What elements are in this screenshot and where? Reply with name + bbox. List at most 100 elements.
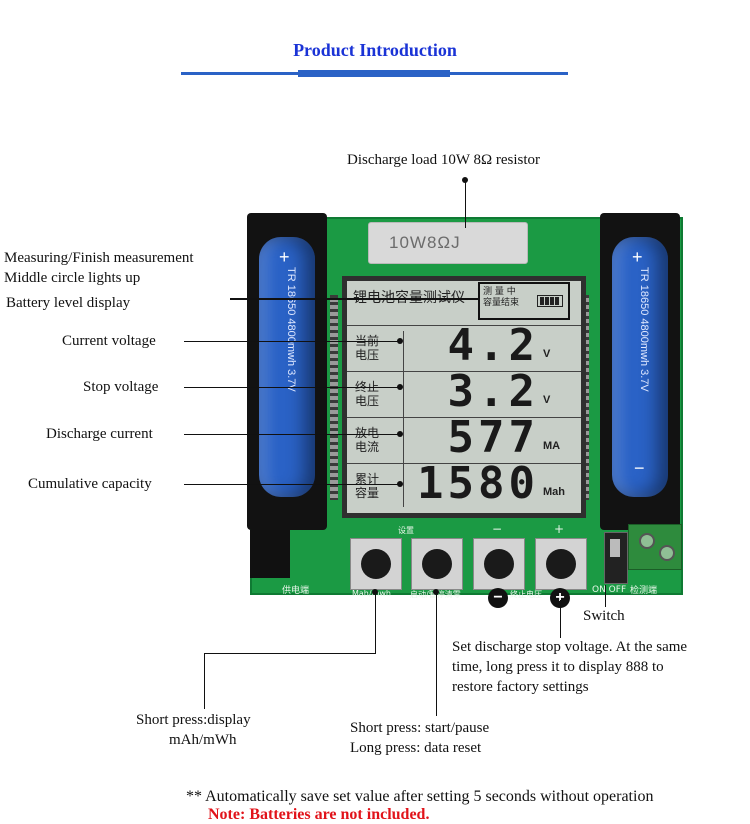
leader-dot: [397, 384, 403, 390]
leader-line: [560, 600, 561, 638]
callout-line: Middle circle lights up: [4, 270, 141, 286]
screw-icon: [659, 545, 675, 561]
lcd-row-label: 累计 容量: [355, 472, 379, 500]
page-title: Product Introduction: [293, 40, 457, 60]
battery-minus-label: −: [634, 458, 645, 478]
lcd-label-line: 累计: [355, 472, 380, 486]
lcd-label-line: 电压: [355, 394, 380, 408]
callout-cumulative-capacity: Cumulative capacity: [28, 476, 152, 492]
lcd-value: 577: [447, 412, 539, 463]
button-label-plus: +: [554, 522, 565, 536]
battery-holder-right: + TR 18650 4800mwh 3.7V −: [600, 213, 680, 530]
leader-dot: [397, 431, 403, 437]
detect-terminal-block: [628, 524, 682, 570]
callout-line: time, long press it to display 888 to: [452, 659, 664, 675]
callout-line: mAh/mWh: [169, 732, 237, 748]
lcd-row-current-voltage: 当前 电压 4.2 V: [347, 320, 581, 371]
leader-dot: [372, 589, 378, 595]
leader-dot: [433, 589, 439, 595]
lcd-label-line: 容量: [355, 486, 380, 500]
button-cap: [546, 549, 576, 579]
start-pause-button[interactable]: [411, 538, 463, 590]
battery-text-left: TR 18650 4800mwh 3.7V: [285, 267, 297, 392]
callout-line: Long press: data reset: [350, 740, 482, 756]
lcd-row-discharge-current: 放电 电流 577 MA: [347, 412, 581, 463]
battery-holder-left: + TR 18650 4800mwh 3.7V: [247, 213, 327, 530]
lcd-unit: V: [543, 394, 551, 406]
battery-level-highlight: [478, 282, 570, 320]
lcd-label-line: 电压: [355, 348, 380, 362]
leader-line: [230, 298, 478, 300]
callout-short-press-display: Short press:display mAh/mWh: [136, 710, 251, 750]
callout-stop-voltage: Stop voltage: [83, 379, 159, 395]
callout-switch: Switch: [583, 608, 625, 624]
battery-plus-label: +: [279, 247, 290, 267]
title-underline-accent: [298, 70, 450, 77]
lcd-header: 锂电池容量测试仪: [353, 290, 465, 306]
power-terminal-label: 供电端: [282, 586, 310, 596]
leader-dot: [397, 481, 403, 487]
plus-button[interactable]: [535, 538, 587, 590]
button-cap: [361, 549, 391, 579]
callout-line: Set discharge stop voltage. At the same: [452, 639, 688, 655]
leader-line: [184, 484, 400, 485]
callout-measuring: Measuring/Finish measurement Middle circ…: [4, 248, 194, 288]
screw-icon: [639, 533, 655, 549]
button-label-setting: 设置: [398, 526, 414, 535]
batteries-warning: Note: Batteries are not included.: [208, 806, 430, 823]
battery-left: + TR 18650 4800mwh 3.7V: [259, 237, 315, 497]
lcd-label-line: 电流: [355, 440, 380, 454]
switch-slider: [610, 539, 620, 557]
leader-line: [184, 387, 400, 388]
lcd-row-label: 终止 电压: [355, 380, 379, 408]
callout-start-pause: Short press: start/pause Long press: dat…: [350, 718, 489, 758]
callout-line: Short press: start/pause: [350, 720, 490, 736]
plus-circle-icon: +: [550, 588, 570, 608]
leader-line: [465, 180, 466, 228]
callout-line: Measuring/Finish measurement: [4, 250, 194, 266]
lcd-pins-left: [330, 295, 338, 500]
leader-line: [436, 592, 437, 716]
callout-battery-level: Battery level display: [6, 295, 131, 311]
lcd-unit: MA: [543, 440, 561, 452]
callout-set-stop-voltage: Set discharge stop voltage. At the same …: [452, 637, 687, 697]
lcd-unit: V: [543, 348, 551, 360]
button-cap: [422, 549, 452, 579]
callout-discharge-load: Discharge load 10W 8Ω resistor: [347, 152, 541, 168]
power-switch[interactable]: [604, 532, 628, 584]
callout-discharge-current: Discharge current: [46, 426, 153, 442]
lcd-row-label: 放电 电流: [355, 426, 379, 454]
callout-current-voltage: Current voltage: [62, 333, 156, 349]
leader-line: [204, 653, 376, 654]
switch-on-off-label: ON OFF: [592, 585, 627, 595]
power-jack: [250, 530, 290, 578]
minus-button[interactable]: [473, 538, 525, 590]
discharge-resistor: 10W8ΩJ: [368, 222, 528, 264]
lcd-unit: Mah: [543, 486, 565, 498]
lcd-label-line: 放电: [355, 426, 380, 440]
lcd-value: 1580: [417, 458, 539, 509]
leader-line: [375, 592, 376, 654]
resistor-marking: 10W8ΩJ: [389, 233, 461, 252]
battery-right: + TR 18650 4800mwh 3.7V −: [612, 237, 668, 497]
lcd-row-label: 当前 电压: [355, 334, 379, 362]
detect-terminal-label: 检测端: [630, 586, 658, 596]
leader-line: [204, 653, 205, 709]
leader-line: [184, 434, 400, 435]
leader-dot: [462, 177, 468, 183]
minus-circle-icon: −: [488, 588, 508, 608]
battery-text-right: TR 18650 4800mwh 3.7V: [638, 267, 650, 392]
battery-plus-label: +: [632, 247, 643, 267]
button-label-stop-voltage: 终止电压: [510, 590, 542, 599]
lcd-status-finished: 容量结束: [483, 298, 520, 308]
lcd-value: 4.2: [447, 320, 539, 371]
mah-mwh-button[interactable]: [350, 538, 402, 590]
lcd-status: 测 量 中 容量结束: [483, 287, 519, 309]
lcd-value: 3.2: [447, 366, 539, 417]
lcd-status-measuring: 测 量 中: [483, 287, 516, 297]
lcd-battery-icon: [537, 295, 563, 307]
leader-line: [184, 341, 400, 342]
lcd-row-stop-voltage: 终止 电压 3.2 V: [347, 366, 581, 417]
button-label-minus: −: [492, 522, 503, 536]
button-cap: [484, 549, 514, 579]
